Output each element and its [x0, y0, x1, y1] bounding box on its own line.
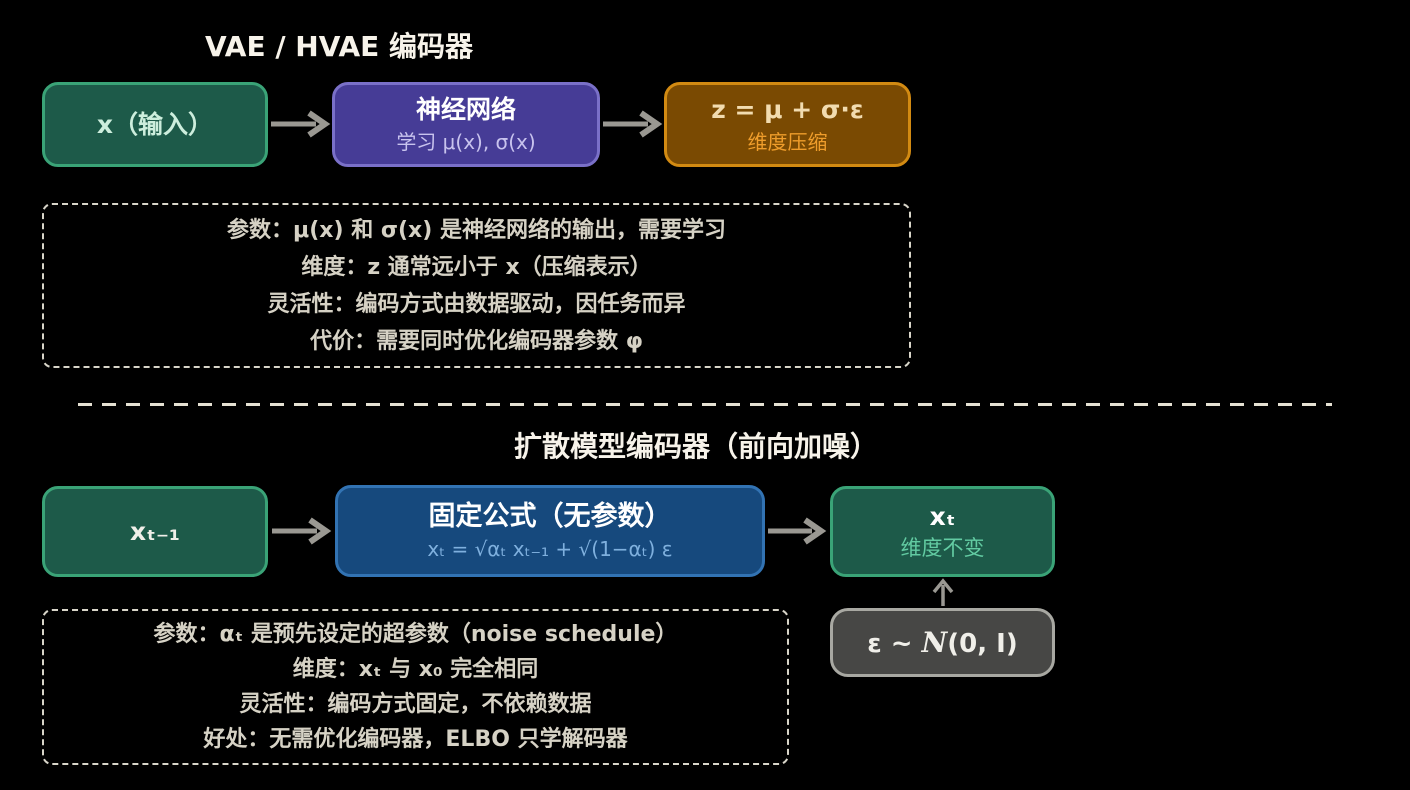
diffusion-formula-title: 固定公式（无参数）	[428, 500, 672, 532]
vae-note-params: 参数：μ(x) 和 σ(x) 是神经网络的输出，需要学习	[227, 217, 726, 243]
arrow-right-icon	[603, 110, 663, 138]
vae-network-subtitle: 学习 μ(x), σ(x)	[396, 129, 536, 154]
vae-input-label: x（输入）	[96, 109, 214, 139]
vae-network-box: 神经网络 学习 μ(x), σ(x)	[332, 82, 600, 167]
diffusion-formula-box: 固定公式（无参数） xₜ = √αₜ xₜ₋₁ + √(1−αₜ) ε	[335, 485, 765, 577]
arrow-right-icon	[272, 517, 332, 545]
script-n-symbol: N	[921, 625, 948, 659]
noise-args-text: (0, I)	[947, 628, 1018, 659]
diffusion-note-dimension: 维度：xₜ 与 x₀ 完全相同	[292, 657, 539, 682]
diffusion-section-title: 扩散模型编码器（前向加噪）	[514, 430, 879, 463]
arrow-right-icon	[271, 110, 331, 138]
arrow-right-icon	[768, 517, 827, 545]
vae-output-box: z = μ + σ·ε 维度压缩	[664, 82, 911, 167]
diffusion-notes-box: 参数：αₜ 是预先设定的超参数（noise schedule） 维度：xₜ 与 …	[42, 609, 789, 765]
diffusion-note-flexibility: 灵活性：编码方式固定，不依赖数据	[239, 692, 592, 717]
noise-source-box: ε ~ N(0, I)	[830, 608, 1055, 677]
diffusion-output-box: xₜ 维度不变	[830, 486, 1055, 577]
vae-network-title: 神经网络	[415, 95, 516, 125]
noise-distribution-label: ε ~ N(0, I)	[867, 625, 1017, 661]
noise-epsilon-text: ε ~	[867, 628, 922, 659]
diffusion-note-benefit: 好处：无需优化编码器，ELBO 只学解码器	[203, 727, 628, 752]
vae-note-flexibility: 灵活性：编码方式由数据驱动，因任务而异	[267, 291, 686, 317]
vae-note-cost: 代价：需要同时优化编码器参数 φ	[310, 328, 643, 354]
diffusion-output-subtitle: 维度不变	[900, 535, 985, 560]
vae-section-title: VAE / HVAE 编码器	[205, 30, 474, 63]
vae-output-title: z = μ + σ·ε	[711, 95, 864, 125]
diffusion-note-params: 参数：αₜ 是预先设定的超参数（noise schedule）	[153, 622, 678, 647]
vae-output-subtitle: 维度压缩	[747, 129, 828, 154]
diffusion-formula-equation: xₜ = √αₜ xₜ₋₁ + √(1−αₜ) ε	[427, 537, 673, 562]
vae-notes-box: 参数：μ(x) 和 σ(x) 是神经网络的输出，需要学习 维度：z 通常远小于 …	[42, 203, 911, 368]
diffusion-input-box: xₜ₋₁	[42, 486, 268, 577]
arrow-up-icon	[932, 578, 954, 606]
diffusion-input-label: xₜ₋₁	[130, 516, 180, 546]
vae-note-dimension: 维度：z 通常远小于 x（压缩表示）	[301, 254, 652, 280]
section-divider	[78, 403, 1332, 406]
diffusion-output-label: xₜ	[929, 501, 956, 531]
vae-input-box: x（输入）	[42, 82, 268, 167]
